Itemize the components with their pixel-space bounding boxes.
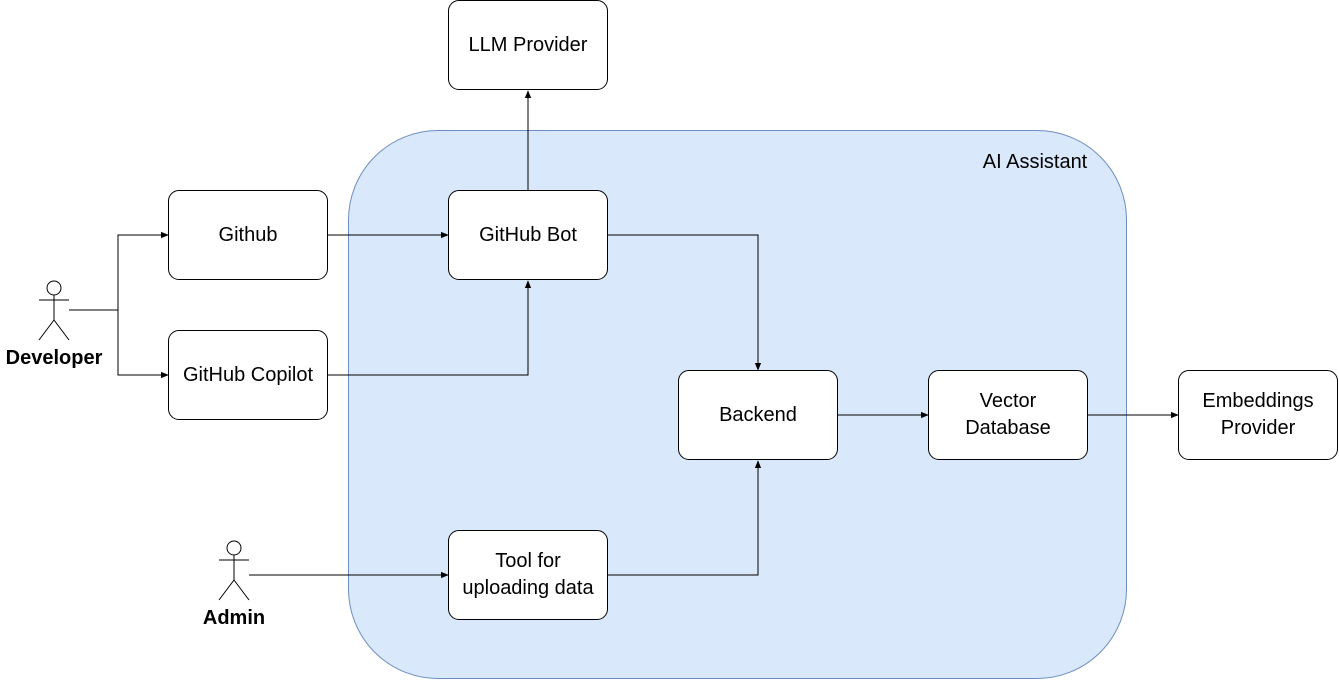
developer-actor-icon <box>38 280 70 341</box>
developer-label: Developer <box>5 347 103 369</box>
ai-assistant-label: AI Assistant <box>982 151 1088 173</box>
backend-label: Backend <box>719 403 797 426</box>
embeddings-provider-label-line-1: Embeddings <box>1202 390 1314 412</box>
vector-database-label-line-1: Vector <box>979 390 1037 412</box>
github-copilot-node[interactable]: GitHub Copilot <box>168 330 328 420</box>
github-bot-node[interactable]: GitHub Bot <box>448 190 608 280</box>
embeddings-provider-label-line-2: Provider <box>1220 417 1296 439</box>
upload-tool-label-line-2: uploading data <box>462 577 594 599</box>
github-node[interactable]: Github <box>168 190 328 280</box>
llm-provider-node[interactable]: LLM Provider <box>448 0 608 90</box>
embeddings-provider-node[interactable]: Embeddings Provider <box>1178 370 1338 460</box>
vector-database-node[interactable]: Vector Database <box>928 370 1088 460</box>
upload-tool-label-line-1: Tool for <box>495 550 561 572</box>
edge-developer-to-github <box>69 231 169 311</box>
vector-database-label-line-2: Database <box>965 417 1051 439</box>
upload-tool-node[interactable]: Tool for uploading data <box>448 530 608 620</box>
github-label: Github <box>218 223 278 246</box>
admin-label: Admin <box>202 607 266 629</box>
edge-developer-to-github-copilot <box>117 310 169 379</box>
github-bot-label: GitHub Bot <box>479 223 577 246</box>
github-copilot-label: GitHub Copilot <box>182 363 314 386</box>
llm-provider-label: LLM Provider <box>468 33 588 56</box>
backend-node[interactable]: Backend <box>678 370 838 460</box>
admin-actor-icon <box>218 540 250 601</box>
